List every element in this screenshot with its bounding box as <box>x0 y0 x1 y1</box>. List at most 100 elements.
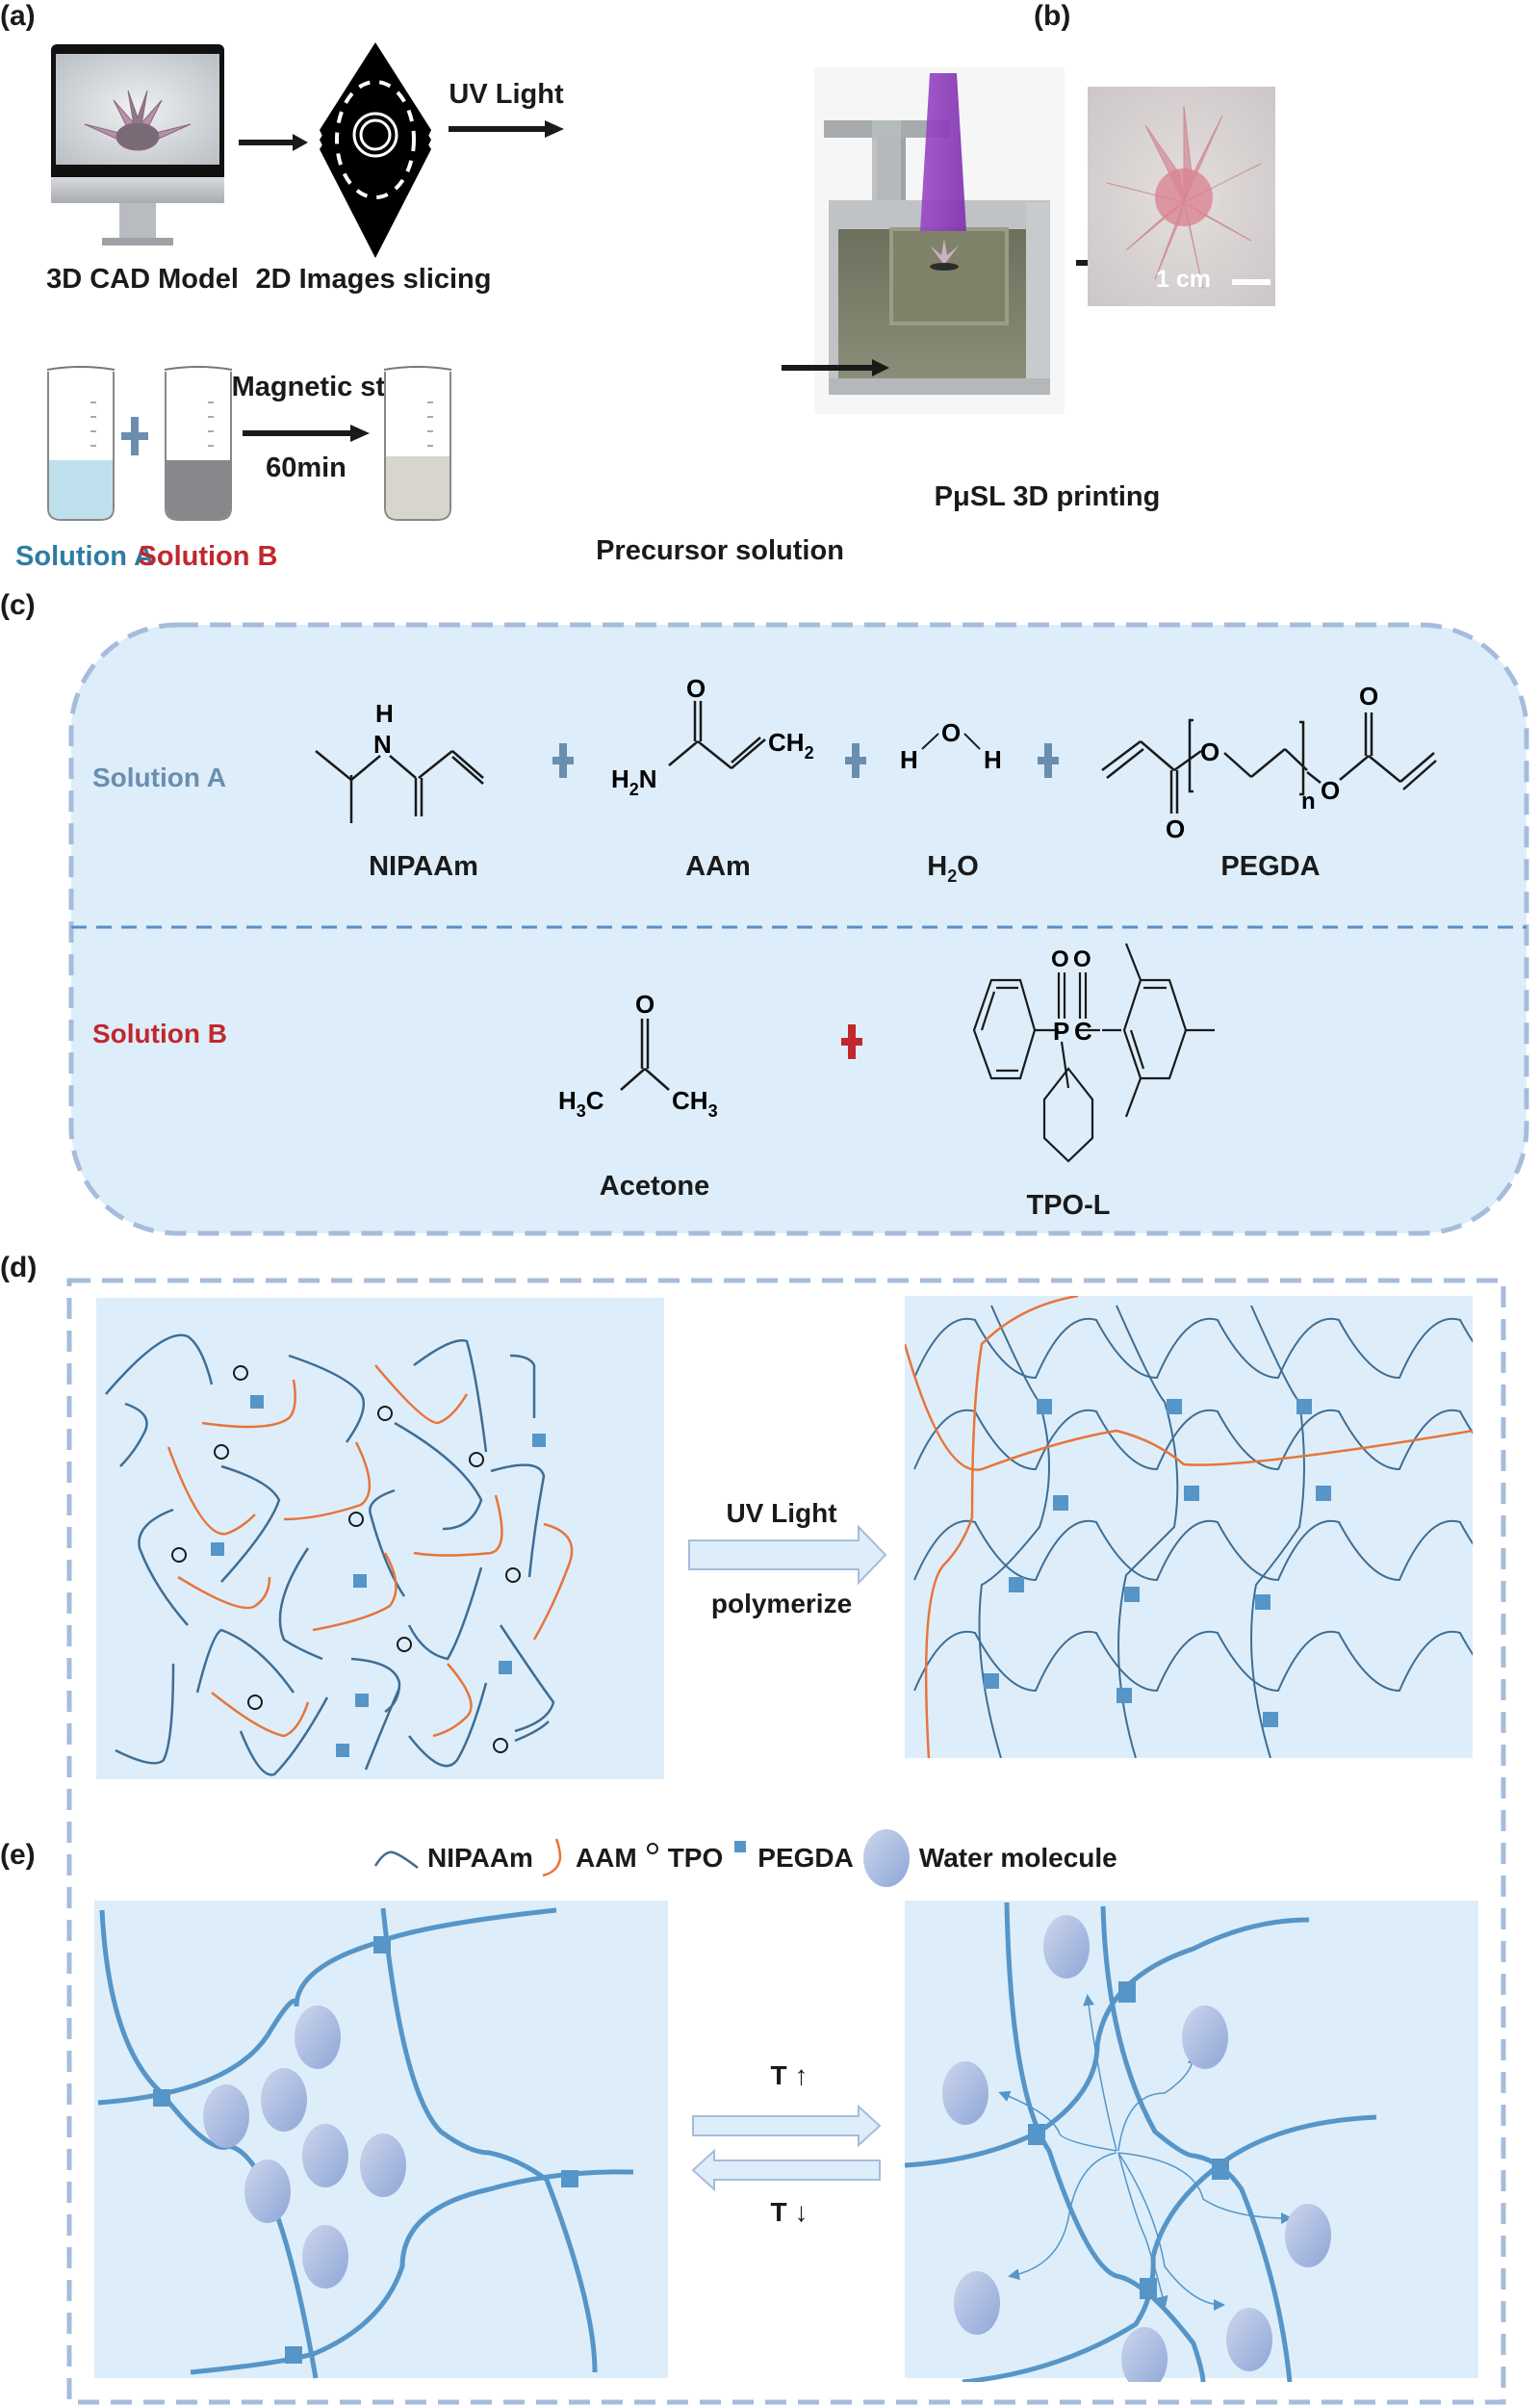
pegda-molecule <box>532 1434 546 1447</box>
pegda-molecule <box>250 1395 264 1409</box>
nipaam-chain <box>220 1464 281 1583</box>
arrow-right-icon <box>239 134 308 151</box>
tpo-molecule <box>505 1567 521 1583</box>
pegda-crosslink <box>1124 1587 1140 1602</box>
collapsed-network-diagram <box>905 1901 1478 2382</box>
tpo-molecule <box>348 1512 364 1527</box>
solution-b-row-label: Solution B <box>92 1019 227 1048</box>
reagent-panel <box>68 622 1529 1236</box>
nipaam-chain <box>913 1317 1473 1380</box>
solution-b-label: Solution B <box>138 541 278 572</box>
pegda-structure: O n O O O <box>1101 682 1437 843</box>
panel-label-e: (e) <box>0 1839 36 1871</box>
svg-text:O: O <box>1073 946 1091 972</box>
aam-chain <box>211 1692 310 1738</box>
svg-text:O: O <box>1051 946 1069 972</box>
lotus-icon <box>84 90 192 151</box>
pegda-crosslink <box>1316 1486 1331 1501</box>
plus-icon <box>1038 743 1059 778</box>
pegda-molecule <box>353 1574 367 1588</box>
t-down-label: T ↓ <box>770 2197 808 2227</box>
stir-time-label: 60min <box>266 453 346 483</box>
water-molecules <box>942 1915 1331 2382</box>
nipaam-chain <box>913 1630 1473 1693</box>
nipaam-chain <box>239 1696 329 1776</box>
uv-light-arrow-label: UV Light <box>726 1498 837 1528</box>
water-structure: H O H <box>900 718 1002 774</box>
arrow-right-icon <box>243 425 370 442</box>
legend-water: Water molecule <box>918 1843 1117 1873</box>
mechanism-frame <box>66 1278 1506 2405</box>
plus-icon <box>121 417 148 455</box>
step-printing-label: PμSL 3D printing <box>934 481 1161 512</box>
panel-label-b: (b) <box>1034 0 1071 32</box>
svg-text:H3C: H3C <box>558 1086 604 1117</box>
svg-text:O: O <box>1200 737 1219 766</box>
plus-icon <box>845 743 866 778</box>
legend-tpo-circle-icon <box>646 1843 658 1854</box>
svg-text:CH3: CH3 <box>672 1086 718 1117</box>
water-molecules <box>203 2005 406 2289</box>
nipaam-chain <box>364 1687 401 1771</box>
tpo-molecule <box>493 1738 508 1753</box>
aam-chain <box>905 1343 1473 1471</box>
atom-h: H <box>375 699 394 728</box>
atom-h2n: H2N <box>611 764 657 799</box>
polymerize-label: polymerize <box>710 1589 853 1618</box>
aam-chain <box>924 1296 1079 1758</box>
compound-nipaam: NIPAAm <box>369 851 478 882</box>
svg-text:O: O <box>1321 776 1340 805</box>
solution-a-row-label: Solution A <box>92 763 226 792</box>
pegda-crosslinks <box>153 1936 578 2364</box>
nipaam-chain <box>509 1354 536 1418</box>
solution-a-label: Solution A <box>15 541 154 572</box>
pegda-molecule <box>211 1542 224 1556</box>
atom-ch2: CH2 <box>768 728 814 763</box>
step-slicing-label: 2D Images slicing <box>255 264 492 295</box>
aam-structure: O H2N CH2 <box>611 674 814 799</box>
nipaam-chain <box>913 1409 1473 1471</box>
nipaam-chain <box>138 1508 189 1626</box>
cad-monitor-illustration <box>51 44 224 246</box>
tpo-molecule <box>214 1444 229 1460</box>
polymer-network-diagram <box>905 1296 1473 1758</box>
legend-nipaam: NIPAAm <box>427 1843 533 1873</box>
pegda-molecule <box>499 1661 512 1674</box>
tpo-molecule <box>397 1637 412 1652</box>
nipaam-chain <box>288 1354 366 1443</box>
nipaam-crosslink-chain <box>1116 1305 1179 1758</box>
nipaam-chain <box>350 1657 401 1714</box>
nipaam-chain <box>514 1720 550 1743</box>
pegda-molecule <box>336 1744 349 1757</box>
aam-chain <box>201 1379 296 1429</box>
aam-chain <box>177 1575 271 1610</box>
svg-text:n: n <box>1301 789 1316 815</box>
legend: NIPAAm AAM TPO PEGDA Water molecule <box>373 1829 1117 1887</box>
atom-o: O <box>686 674 706 703</box>
step-cad-label: 3D CAD Model <box>46 264 239 295</box>
pegda-crosslink <box>1037 1399 1052 1414</box>
monomer-mixture-diagram <box>96 1298 664 1779</box>
aam-chain <box>167 1446 256 1536</box>
atom-n: N <box>373 730 392 759</box>
pegda-crosslink <box>1255 1594 1270 1610</box>
svg-text:C: C <box>1074 1017 1092 1046</box>
scale-bar <box>1232 279 1270 285</box>
printed-flower-photo <box>1088 87 1275 306</box>
legend-nipaam-line-icon <box>373 1850 419 1869</box>
panel-label-d: (d) <box>0 1252 38 1283</box>
nipaam-chain <box>408 1682 488 1768</box>
pegda-crosslinks <box>1028 1981 1229 2299</box>
svg-text:H: H <box>900 745 918 774</box>
nipaam-chain <box>195 1628 295 1694</box>
tpo-l-structure: O O P C <box>972 943 1215 1163</box>
aam-chain <box>374 1364 469 1425</box>
nipaam-chain <box>105 1333 214 1395</box>
compound-pegda: PEGDA <box>1220 851 1321 882</box>
tpo-molecule <box>233 1365 248 1381</box>
hollow-arrow-left-icon <box>691 2149 881 2191</box>
tpo-molecule <box>469 1452 484 1467</box>
aam-chain <box>283 1441 372 1521</box>
legend-pegda: PEGDA <box>757 1843 854 1873</box>
nipaam-chain <box>413 1339 488 1453</box>
